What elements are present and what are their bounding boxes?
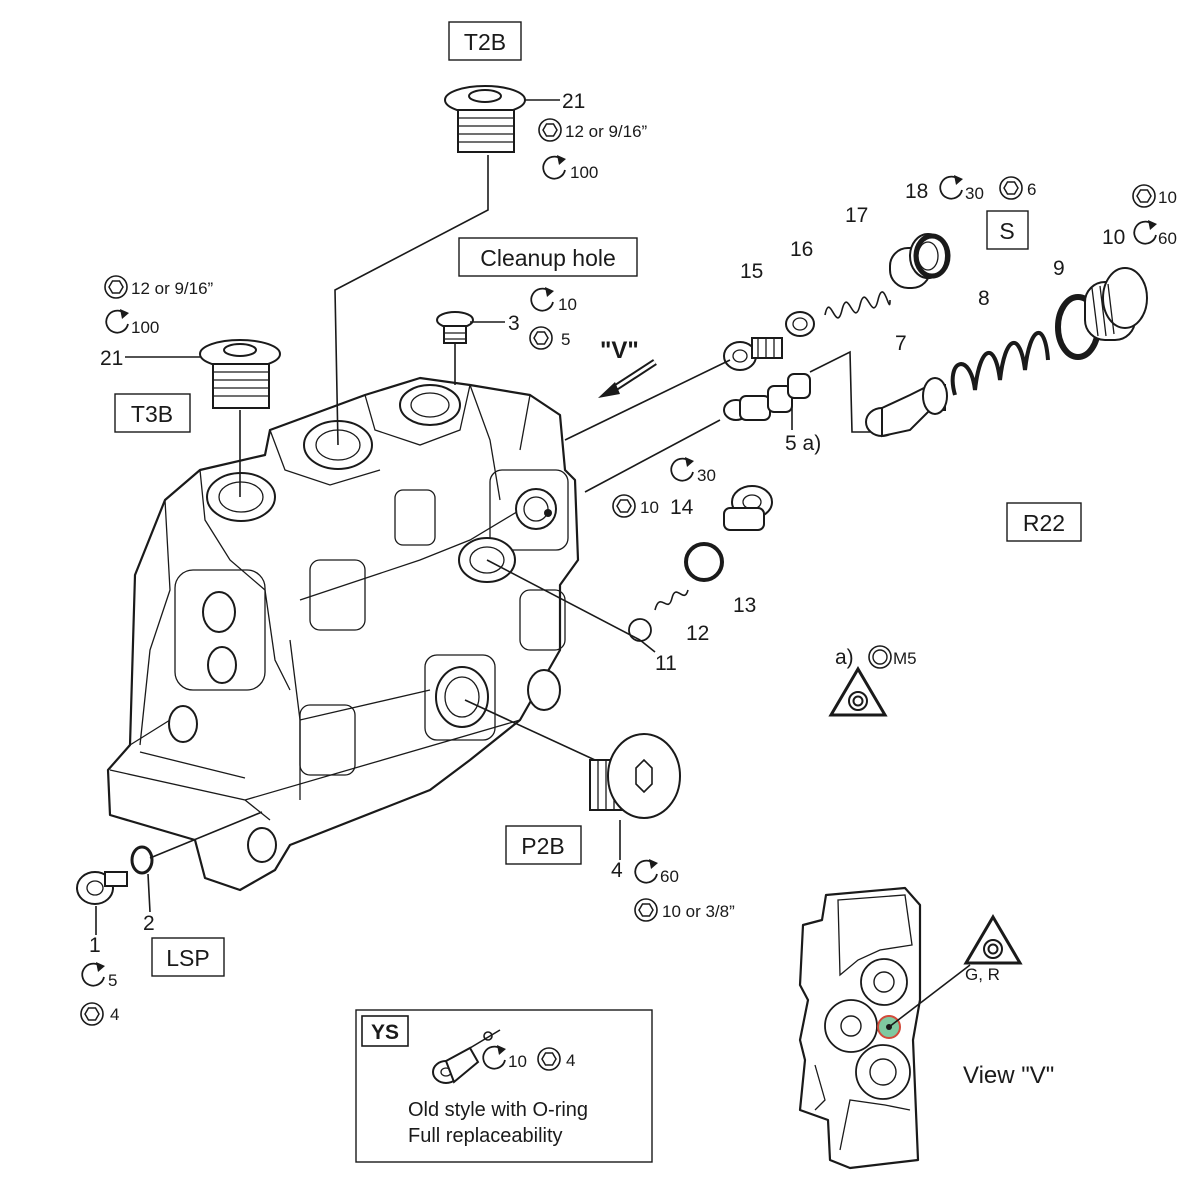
note-a-prefix: a) [835, 646, 854, 669]
plug-10 [1084, 267, 1148, 341]
view-v-drawing [798, 886, 971, 1170]
piston-7 [865, 377, 948, 438]
spec-p1-torque: 5 [108, 971, 117, 990]
plug-21-top [444, 85, 526, 153]
label-t2b: T2B [464, 29, 506, 55]
plug-18 [889, 233, 951, 289]
ys-line1: Old style with O-ring [408, 1099, 588, 1121]
spec-p1-hex: 4 [110, 1005, 119, 1024]
leader-4-axis [464, 699, 596, 761]
spec-p18-torque: 30 [965, 184, 984, 203]
spec-p3-torque: 10 [558, 295, 577, 314]
spec-p10-hex: 10 [1158, 188, 1177, 207]
leader-11-axis [486, 559, 641, 641]
label-s: S [999, 218, 1014, 244]
spring-12 [654, 589, 689, 611]
part-17: 17 [845, 204, 868, 227]
part-4: 4 [611, 859, 623, 882]
part-5a: 5 a) [785, 432, 821, 455]
label-t3b: T3B [131, 401, 173, 427]
spec-t3b-hex: 12 or 9/16” [131, 279, 214, 298]
ys-hex: 4 [566, 1051, 575, 1070]
thread-icon [868, 645, 892, 669]
plug-21-left [199, 339, 281, 409]
spec-p14-torque: 30 [697, 466, 716, 485]
plug-4 [589, 733, 681, 819]
ring-16 [785, 311, 815, 337]
label-r22: R22 [1023, 510, 1065, 536]
box-lsp [151, 937, 225, 977]
screw-1 [76, 871, 128, 905]
ys-fitting [432, 1029, 501, 1084]
label-p2b: P2B [521, 833, 564, 859]
box-r22 [1006, 502, 1082, 542]
part-11: 11 [655, 652, 677, 675]
part-16: 16 [790, 238, 813, 261]
washer-2 [130, 845, 154, 875]
part-3: 3 [508, 312, 520, 335]
label-cleanup: Cleanup hole [480, 245, 616, 271]
leader-1-axis [149, 811, 263, 859]
spool-5a [723, 373, 811, 421]
spec-p10-torque: 60 [1158, 229, 1177, 248]
box-t2b [448, 21, 522, 61]
ball-11 [628, 618, 652, 642]
leader-1-2 [95, 873, 151, 935]
spring-8 [950, 330, 1050, 396]
spec-p14-hex: 10 [640, 498, 659, 517]
spec-p18-hex: 6 [1027, 180, 1036, 199]
view-arrow [598, 359, 657, 398]
box-cleanup [458, 237, 638, 277]
leader-15-axis [564, 359, 731, 441]
box-p2b [505, 825, 582, 865]
part-13: 13 [733, 594, 756, 617]
part-14: 14 [670, 496, 694, 519]
part-15: 15 [740, 260, 763, 283]
bolt-14 [723, 485, 773, 531]
note-a-size: M5 [893, 649, 917, 668]
ys-torque: 10 [508, 1052, 527, 1071]
ys-title-box [361, 1015, 409, 1047]
spec-t2b-hex: 12 or 9/16” [565, 122, 648, 141]
part-2: 2 [143, 912, 155, 935]
label-view-arrow: "V" [600, 337, 639, 364]
part-9: 9 [1053, 257, 1065, 280]
leader-21-top [334, 155, 489, 446]
valve-body [106, 376, 580, 892]
view-v-marker: G, R [965, 965, 1000, 984]
spring-17 [824, 291, 891, 319]
box-t3b [114, 393, 191, 433]
box-s [986, 210, 1029, 250]
part-7: 7 [895, 332, 907, 355]
part-18: 18 [905, 180, 928, 203]
piston-15 [723, 337, 783, 371]
ys-line2: Full replaceability [408, 1125, 563, 1147]
part-12: 12 [686, 622, 709, 645]
plug-3 [436, 311, 474, 344]
spec-t3b-torque: 100 [131, 318, 159, 337]
leader-11 [639, 639, 656, 653]
spec-p4-torque: 60 [660, 867, 679, 886]
ring-13 [684, 542, 724, 582]
label-lsp: LSP [166, 945, 209, 971]
ys-title: YS [371, 1021, 399, 1044]
part-21-left: 21 [100, 347, 123, 370]
spec-p3-hex: 5 [561, 330, 570, 349]
spec-p4-hex: 10 or 3/8” [662, 902, 735, 921]
part-8: 8 [978, 287, 990, 310]
spec-t2b-torque: 100 [570, 163, 598, 182]
part-1: 1 [89, 934, 101, 957]
leader-7-axis [809, 350, 870, 433]
leader-spool-axis [584, 419, 721, 493]
part-10: 10 [1102, 226, 1125, 249]
view-v-caption: View "V" [963, 1062, 1054, 1089]
part-21-top: 21 [562, 90, 585, 113]
